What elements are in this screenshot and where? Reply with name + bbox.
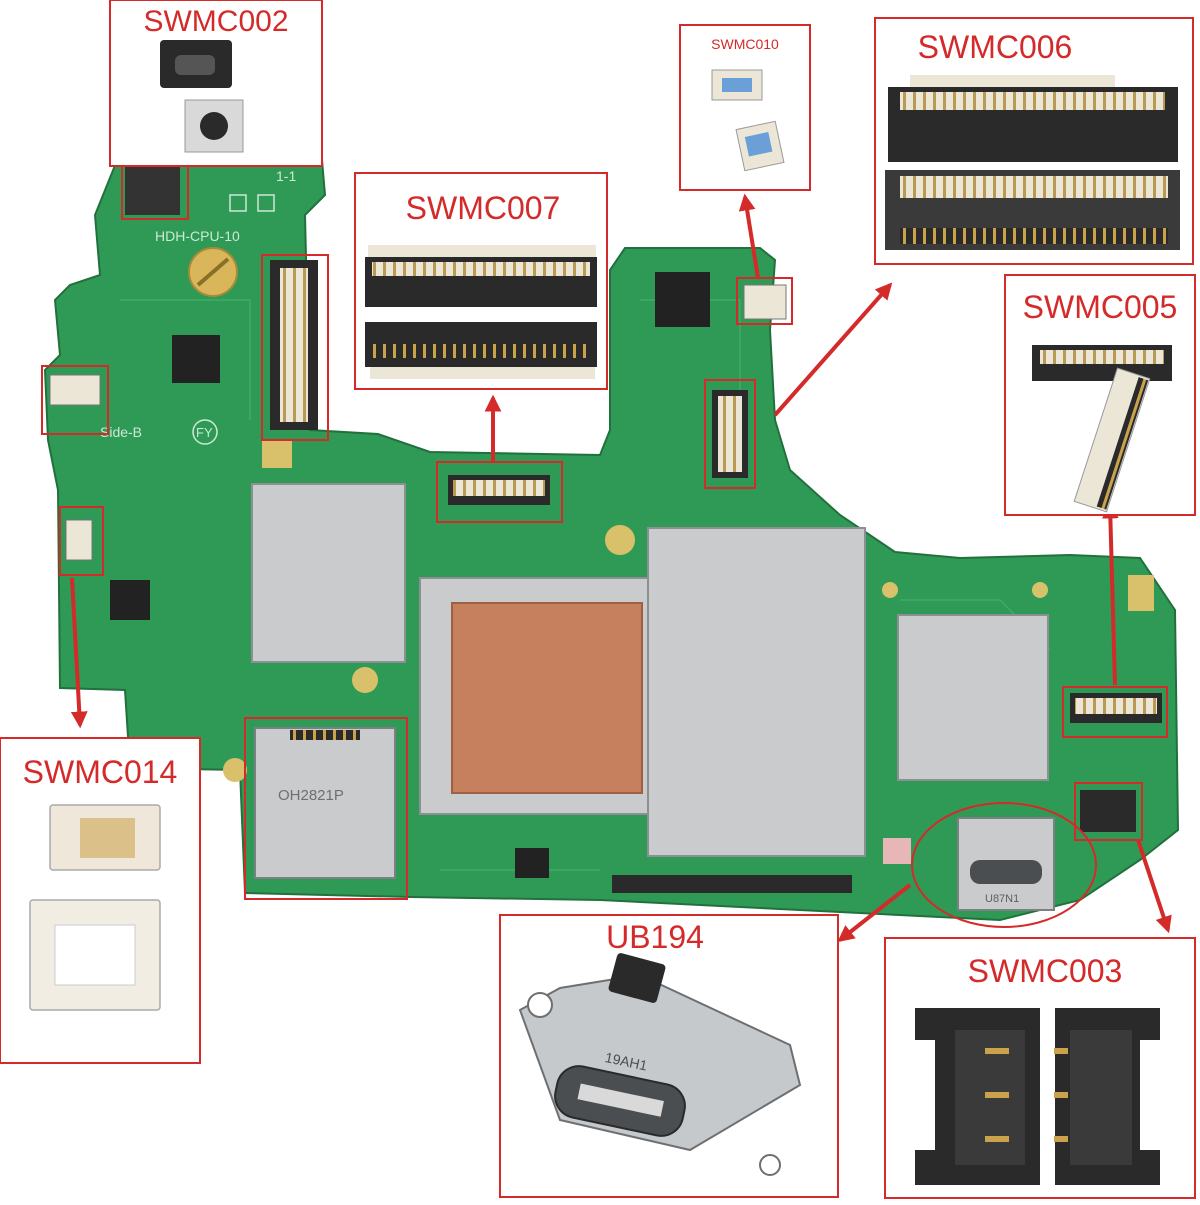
shield-left (251, 483, 406, 663)
highlight-swmc003 (1074, 782, 1143, 841)
copper-pad (451, 602, 643, 794)
highlight-swmc005 (1062, 686, 1168, 738)
callout-ub194: UB194 19AH1 (499, 914, 839, 1198)
arrow-swmc010 (738, 193, 760, 279)
callout-swmc003: SWMC003 (884, 937, 1196, 1199)
arrow-ub194 (837, 883, 912, 943)
label-ub194: UB194 (606, 919, 704, 955)
chip-top (655, 272, 710, 327)
highlight-swmc007 (261, 254, 329, 441)
callout-swmc006: SWMC006 (874, 17, 1194, 265)
callout-swmc010: SWMC010 (679, 24, 811, 191)
board-side-text: Side-B (100, 424, 142, 440)
label-swmc003: SWMC003 (968, 953, 1123, 989)
highlight-ub194 (911, 802, 1097, 928)
chip-lower-left (110, 580, 150, 620)
arrow-swmc005 (1101, 501, 1119, 686)
board-model-text: HDH-CPU-10 (155, 228, 240, 244)
arrow-swmc014 (70, 577, 88, 729)
highlight-swmc010 (736, 277, 793, 325)
label-swmc014: SWMC014 (23, 754, 178, 790)
board-fy-text: FY (196, 425, 213, 440)
label-swmc005: SWMC005 (1023, 289, 1178, 325)
sd-card-slot (254, 727, 396, 879)
highlight-swmc014 (41, 365, 109, 435)
arrow-swmc006 (773, 282, 893, 417)
highlight-swmc014-small (59, 506, 104, 576)
callout-swmc002: SWMC002 (109, 0, 323, 167)
callout-swmc005: SWMC005 (1004, 274, 1196, 516)
chip-bottom (515, 848, 549, 878)
label-swmc002: SWMC002 (143, 5, 288, 38)
label-swmc006: SWMC006 (918, 29, 1073, 65)
highlight-sd-slot (244, 717, 408, 900)
label-swmc010: SWMC010 (711, 36, 779, 52)
sd-slot-marking: OH2821P (278, 787, 344, 804)
arrow-swmc003 (1136, 839, 1172, 934)
label-swmc007: SWMC007 (406, 190, 561, 226)
shield-right (897, 614, 1049, 781)
callout-swmc014: SWMC014 (0, 737, 201, 1064)
highlight-swmc007-main (436, 461, 563, 523)
usb-port-marking: U87N1 (985, 893, 1019, 905)
highlight-swmc006 (704, 379, 756, 489)
callout-swmc007: SWMC007 (354, 172, 608, 390)
board-corner-text: 1-1 (276, 168, 296, 184)
shield-main-right (647, 527, 866, 857)
chip-left (172, 335, 220, 383)
